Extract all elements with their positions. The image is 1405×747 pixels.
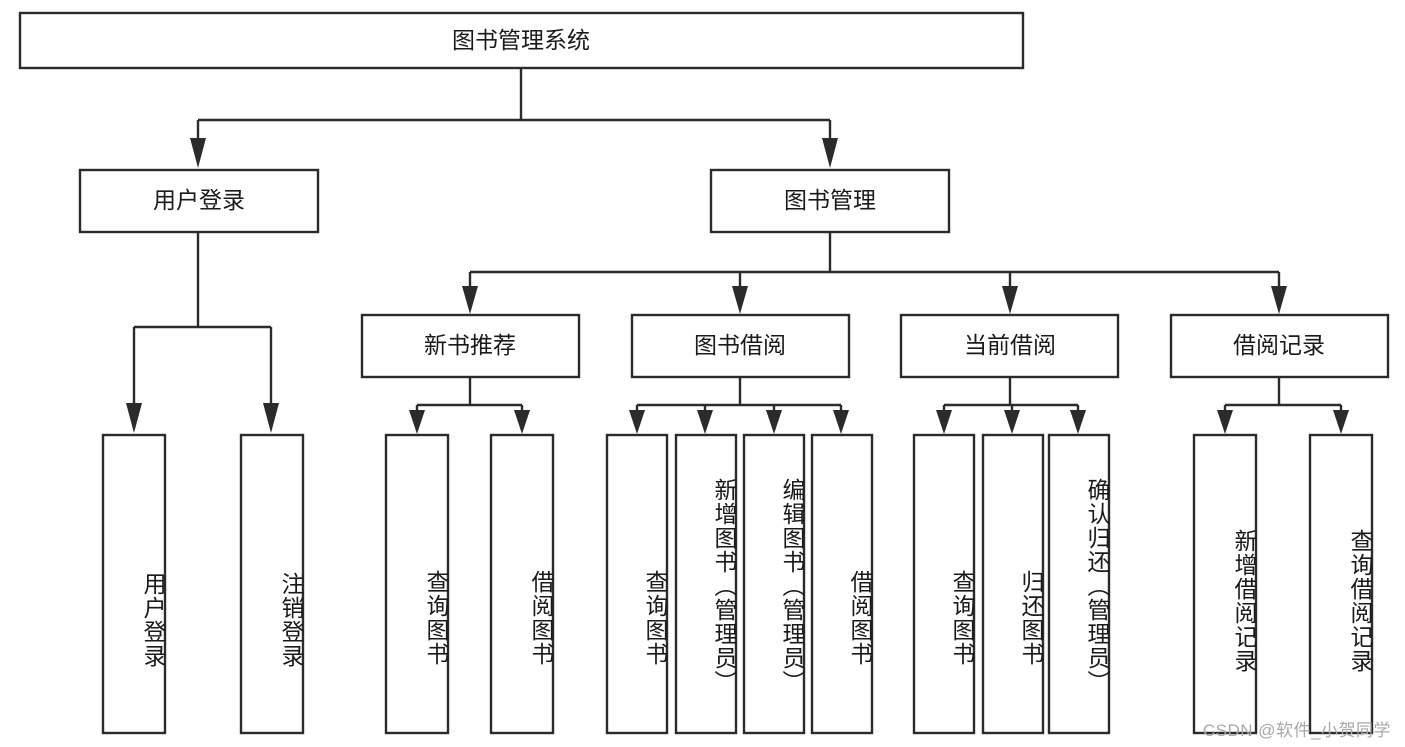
node-box-leaf-query-record[interactable]: [1308, 433, 1374, 735]
arrow-head-leaf-query-book-1: [409, 410, 425, 434]
node-box-borrow-record[interactable]: [1169, 313, 1390, 379]
arrow-head-leaf-return-book: [1004, 410, 1020, 434]
arrow-head-borrow-record: [1271, 286, 1287, 314]
arrow-head-leaf-query-record: [1333, 410, 1349, 434]
node-box-leaf-add-book[interactable]: [674, 433, 738, 735]
connector-group-new-book-rec: [409, 377, 530, 434]
arrow-head-leaf-user-login: [126, 403, 142, 433]
node-box-leaf-query-book-3[interactable]: [912, 433, 976, 735]
arrow-head-current-borrow: [1002, 286, 1018, 314]
arrow-head-leaf-confirm-return: [1070, 410, 1086, 434]
node-box-new-book-rec[interactable]: [360, 313, 581, 379]
node-label-borrow-record: 借阅记录: [1233, 332, 1325, 358]
node-box-leaf-query-book-1[interactable]: [384, 433, 450, 735]
node-box-book-borrow[interactable]: [630, 313, 851, 379]
arrow-head-leaf-borrow-book-1: [514, 410, 530, 434]
node-box-root[interactable]: [18, 11, 1025, 70]
node-label-book-borrow: 图书借阅: [694, 332, 786, 358]
connector-group-book-borrow: [629, 377, 849, 434]
arrow-head-leaf-borrow-book-2: [833, 410, 849, 434]
arrow-head-leaf-query-book-3: [936, 410, 952, 434]
node-label-user-login: 用户登录: [153, 187, 245, 213]
node-box-current-borrow[interactable]: [899, 313, 1120, 379]
node-box-leaf-return-book[interactable]: [981, 433, 1045, 735]
connector-group-current-borrow: [936, 377, 1086, 434]
node-box-leaf-edit-book[interactable]: [742, 433, 806, 735]
node-box-leaf-confirm-return[interactable]: [1047, 433, 1111, 735]
node-label-new-book-rec: 新书推荐: [424, 332, 516, 358]
node-box-leaf-borrow-book-2[interactable]: [810, 433, 874, 735]
connector-group-user-login: [126, 232, 279, 433]
connector-group-root: [190, 68, 838, 168]
node-box-leaf-add-record[interactable]: [1192, 433, 1258, 735]
arrow-head-leaf-logout: [263, 403, 279, 433]
csdn-watermark: CSDN @软件_小贺同学: [1202, 721, 1391, 740]
node-label-current-borrow: 当前借阅: [964, 332, 1056, 358]
node-box-leaf-borrow-book-1[interactable]: [489, 433, 555, 735]
arrow-head-leaf-add-book: [697, 410, 713, 434]
arrow-head-leaf-add-record: [1217, 410, 1233, 434]
arrow-head-book-manage: [822, 138, 838, 168]
arrow-head-book-borrow: [732, 286, 748, 314]
node-box-leaf-query-book-2[interactable]: [605, 433, 669, 735]
node-box-book-manage[interactable]: [709, 168, 951, 234]
node-box-leaf-logout[interactable]: [239, 433, 305, 735]
arrow-head-leaf-query-book-2: [629, 410, 645, 434]
node-box-leaf-user-login[interactable]: [101, 433, 167, 735]
node-box-user-login[interactable]: [78, 168, 320, 234]
connector-group-book-manage: [462, 232, 1287, 314]
arrow-head-leaf-edit-book: [766, 410, 782, 434]
connector-group-borrow-record: [1217, 377, 1349, 434]
node-label-root: 图书管理系统: [452, 27, 590, 53]
node-label-book-manage: 图书管理: [784, 187, 876, 213]
arrow-head-user-login: [190, 138, 206, 168]
arrow-head-new-book-rec: [462, 286, 478, 314]
